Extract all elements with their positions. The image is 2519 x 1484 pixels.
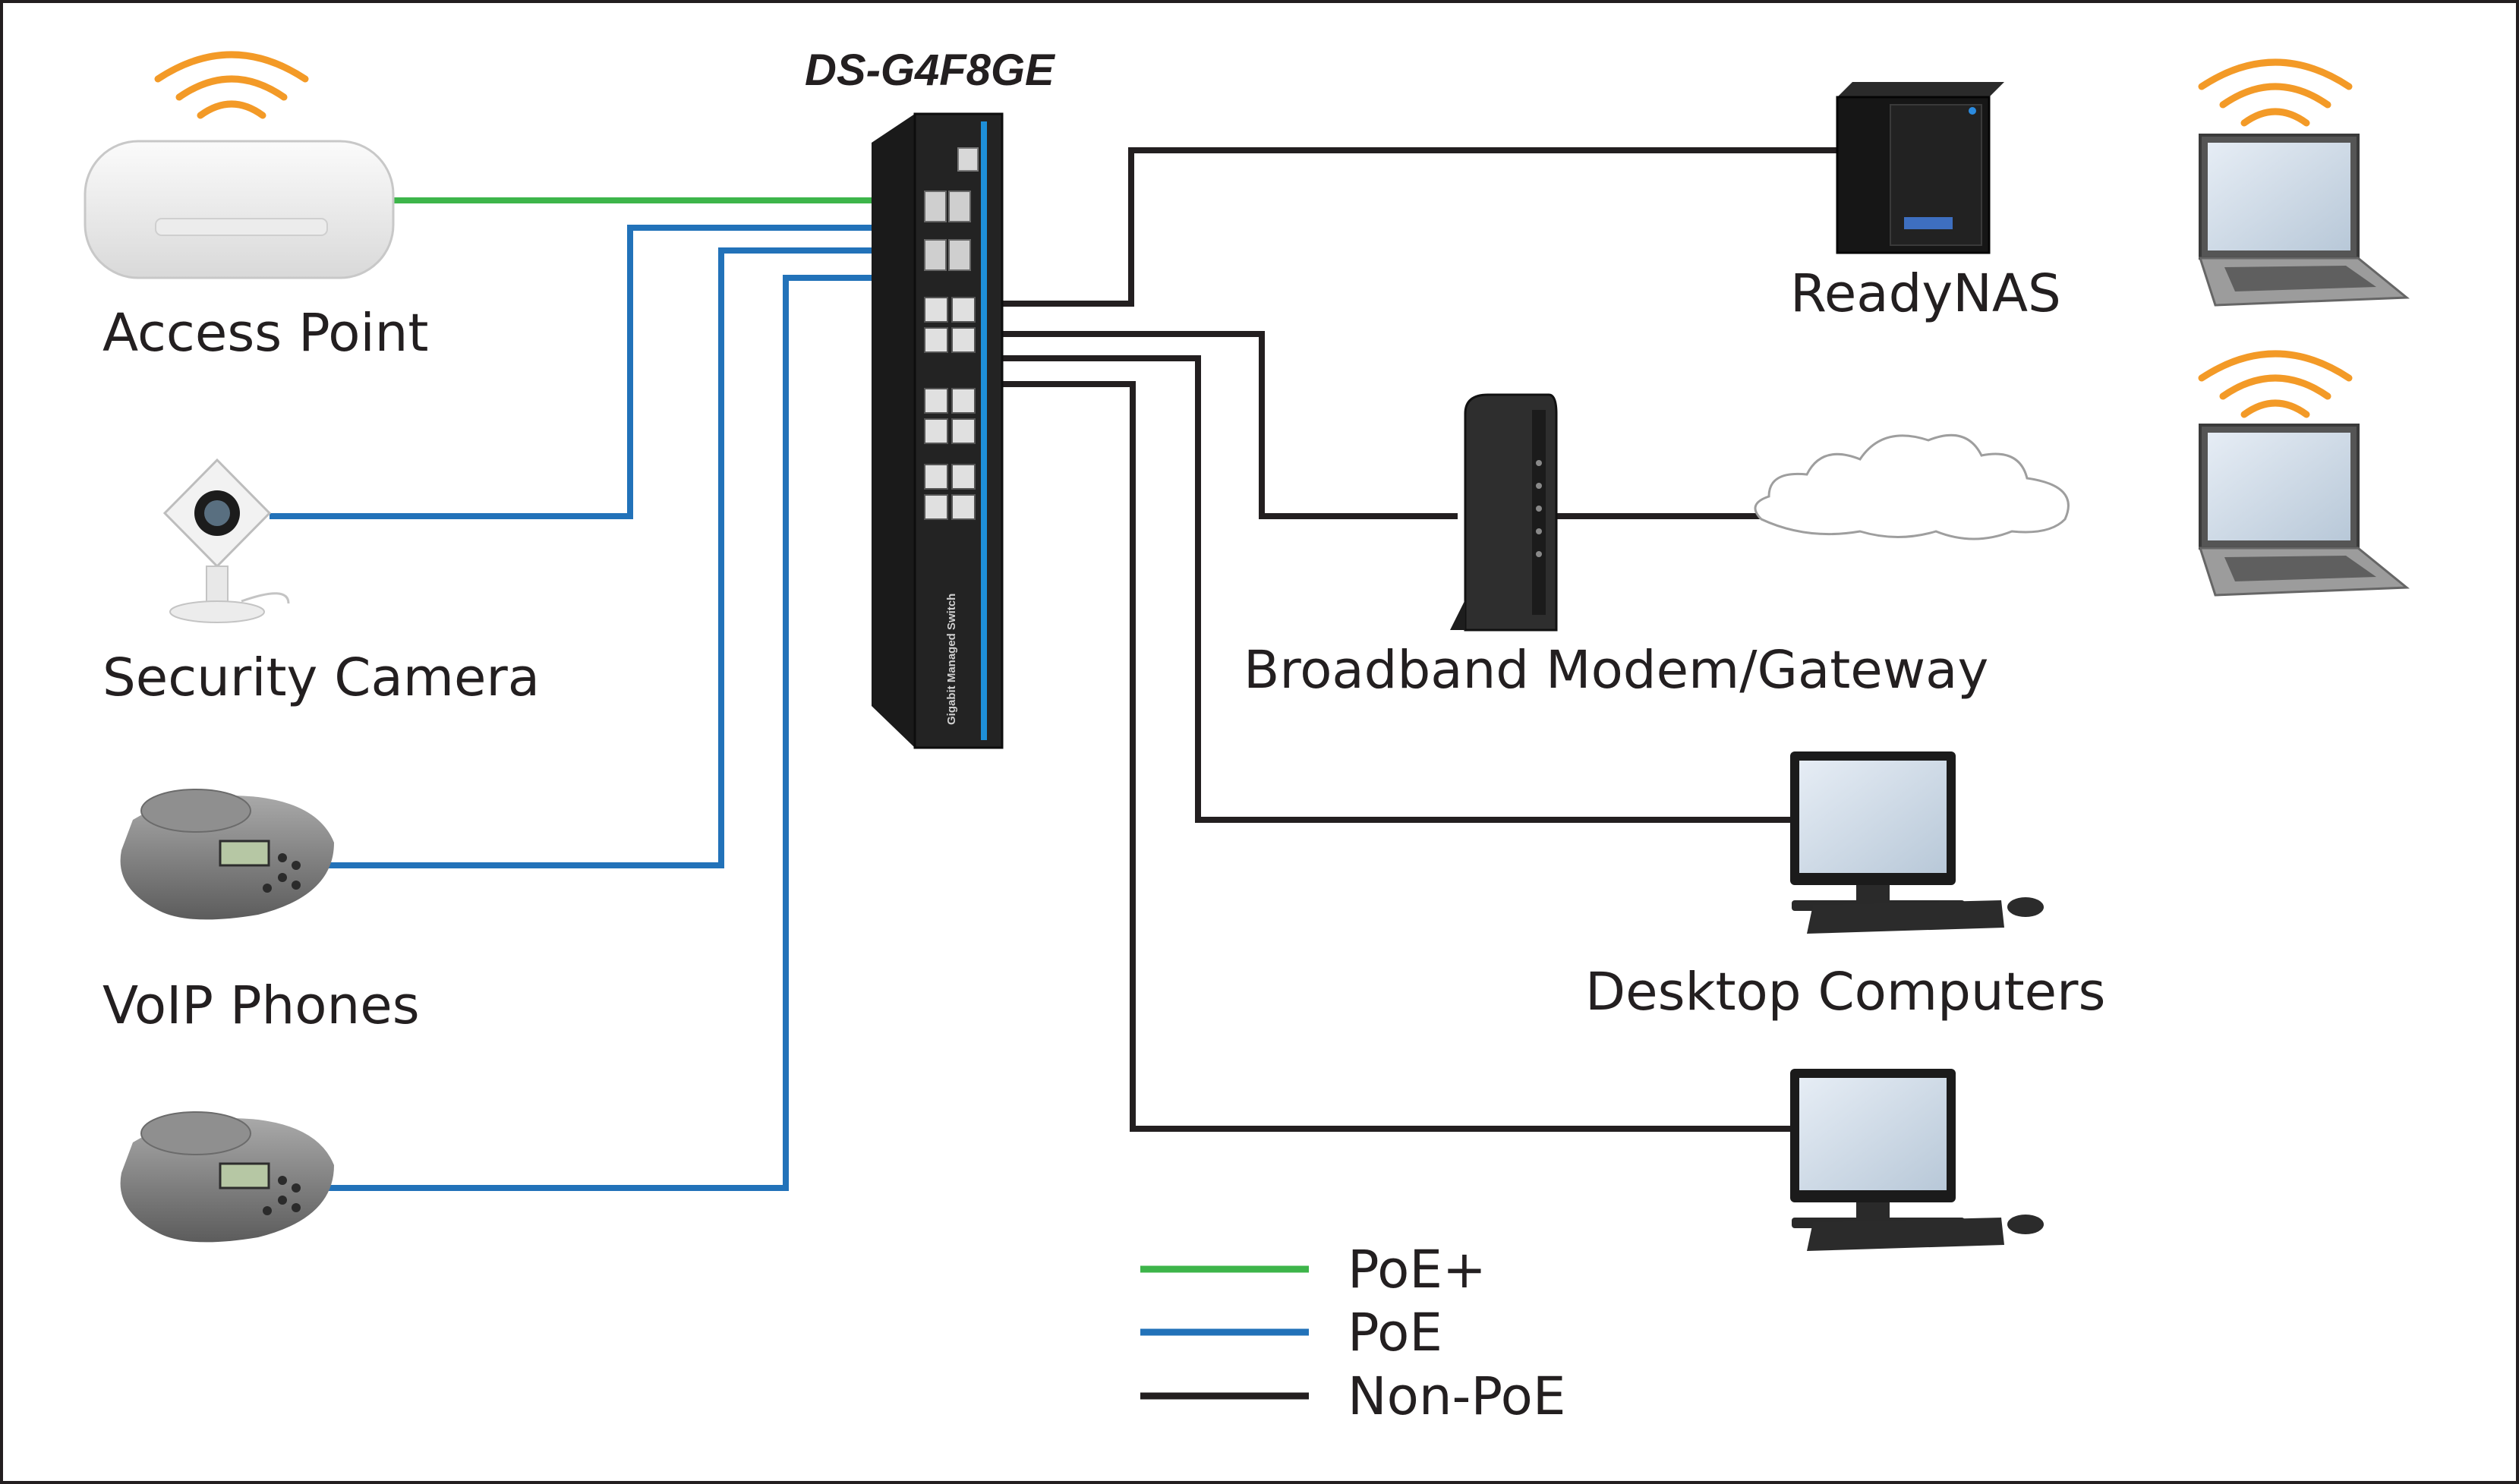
rj45-ports [924, 297, 976, 520]
modem-label: Broadband Modem/Gateway [1244, 640, 1988, 701]
legend-item-poe: PoE [1140, 1303, 1442, 1363]
security-camera-device [162, 458, 290, 623]
cables [270, 147, 1837, 1191]
legend-label: Non-PoE [1348, 1366, 1565, 1427]
legend-label: PoE [1348, 1303, 1442, 1363]
legend-item-poe-plus: PoE+ [1140, 1240, 1486, 1300]
cable-non-poe-readynas [1002, 147, 1837, 307]
security-camera-label: Security Camera [102, 647, 540, 708]
sfp-ports [924, 191, 971, 271]
laptop-2 [2198, 350, 2410, 597]
voip-phones-label: VoIP Phones [102, 975, 420, 1036]
access-point-label: Access Point [102, 303, 428, 364]
laptop-1 [2198, 58, 2410, 307]
legend: PoE+ PoE Non-PoE [1140, 1240, 1565, 1427]
modem-device [1450, 393, 1558, 632]
cable-non-poe-modem [1002, 331, 1458, 519]
cable-non-poe-desktop-1 [1002, 355, 1792, 823]
switch-device: Gigabit Managed Switch [872, 112, 1004, 749]
wifi-icon [154, 51, 309, 119]
switch-accent-stripe [981, 121, 987, 740]
readynas-label: ReadyNAS [1790, 263, 2061, 324]
wifi-icon [2198, 58, 2353, 127]
desktop-computer-1 [1790, 751, 2044, 934]
legend-label: PoE+ [1348, 1240, 1486, 1300]
console-port [957, 147, 979, 172]
cable-poe-voip-phone-1 [319, 247, 872, 868]
access-point-device [84, 51, 395, 279]
switch-side [872, 114, 915, 748]
readynas-device [1836, 82, 2004, 254]
access-point-body [84, 140, 395, 279]
internet-cloud-icon [1754, 433, 2070, 540]
switch-model-label: DS-G4F8GE [805, 46, 1056, 95]
cable-non-poe-desktop-2 [1002, 381, 1792, 1132]
desktop-computer-2 [1790, 1069, 2044, 1251]
wifi-icon [2198, 350, 2353, 418]
voip-phone-2 [120, 1111, 335, 1243]
switch-front-label: Gigabit Managed Switch [945, 594, 958, 725]
legend-item-non-poe: Non-PoE [1140, 1366, 1565, 1427]
cable-poe-security-camera [270, 225, 872, 519]
voip-phone-1 [120, 789, 335, 920]
desktops-label: Desktop Computers [1585, 962, 2105, 1022]
cable-poe-voip-phone-2 [319, 275, 872, 1191]
